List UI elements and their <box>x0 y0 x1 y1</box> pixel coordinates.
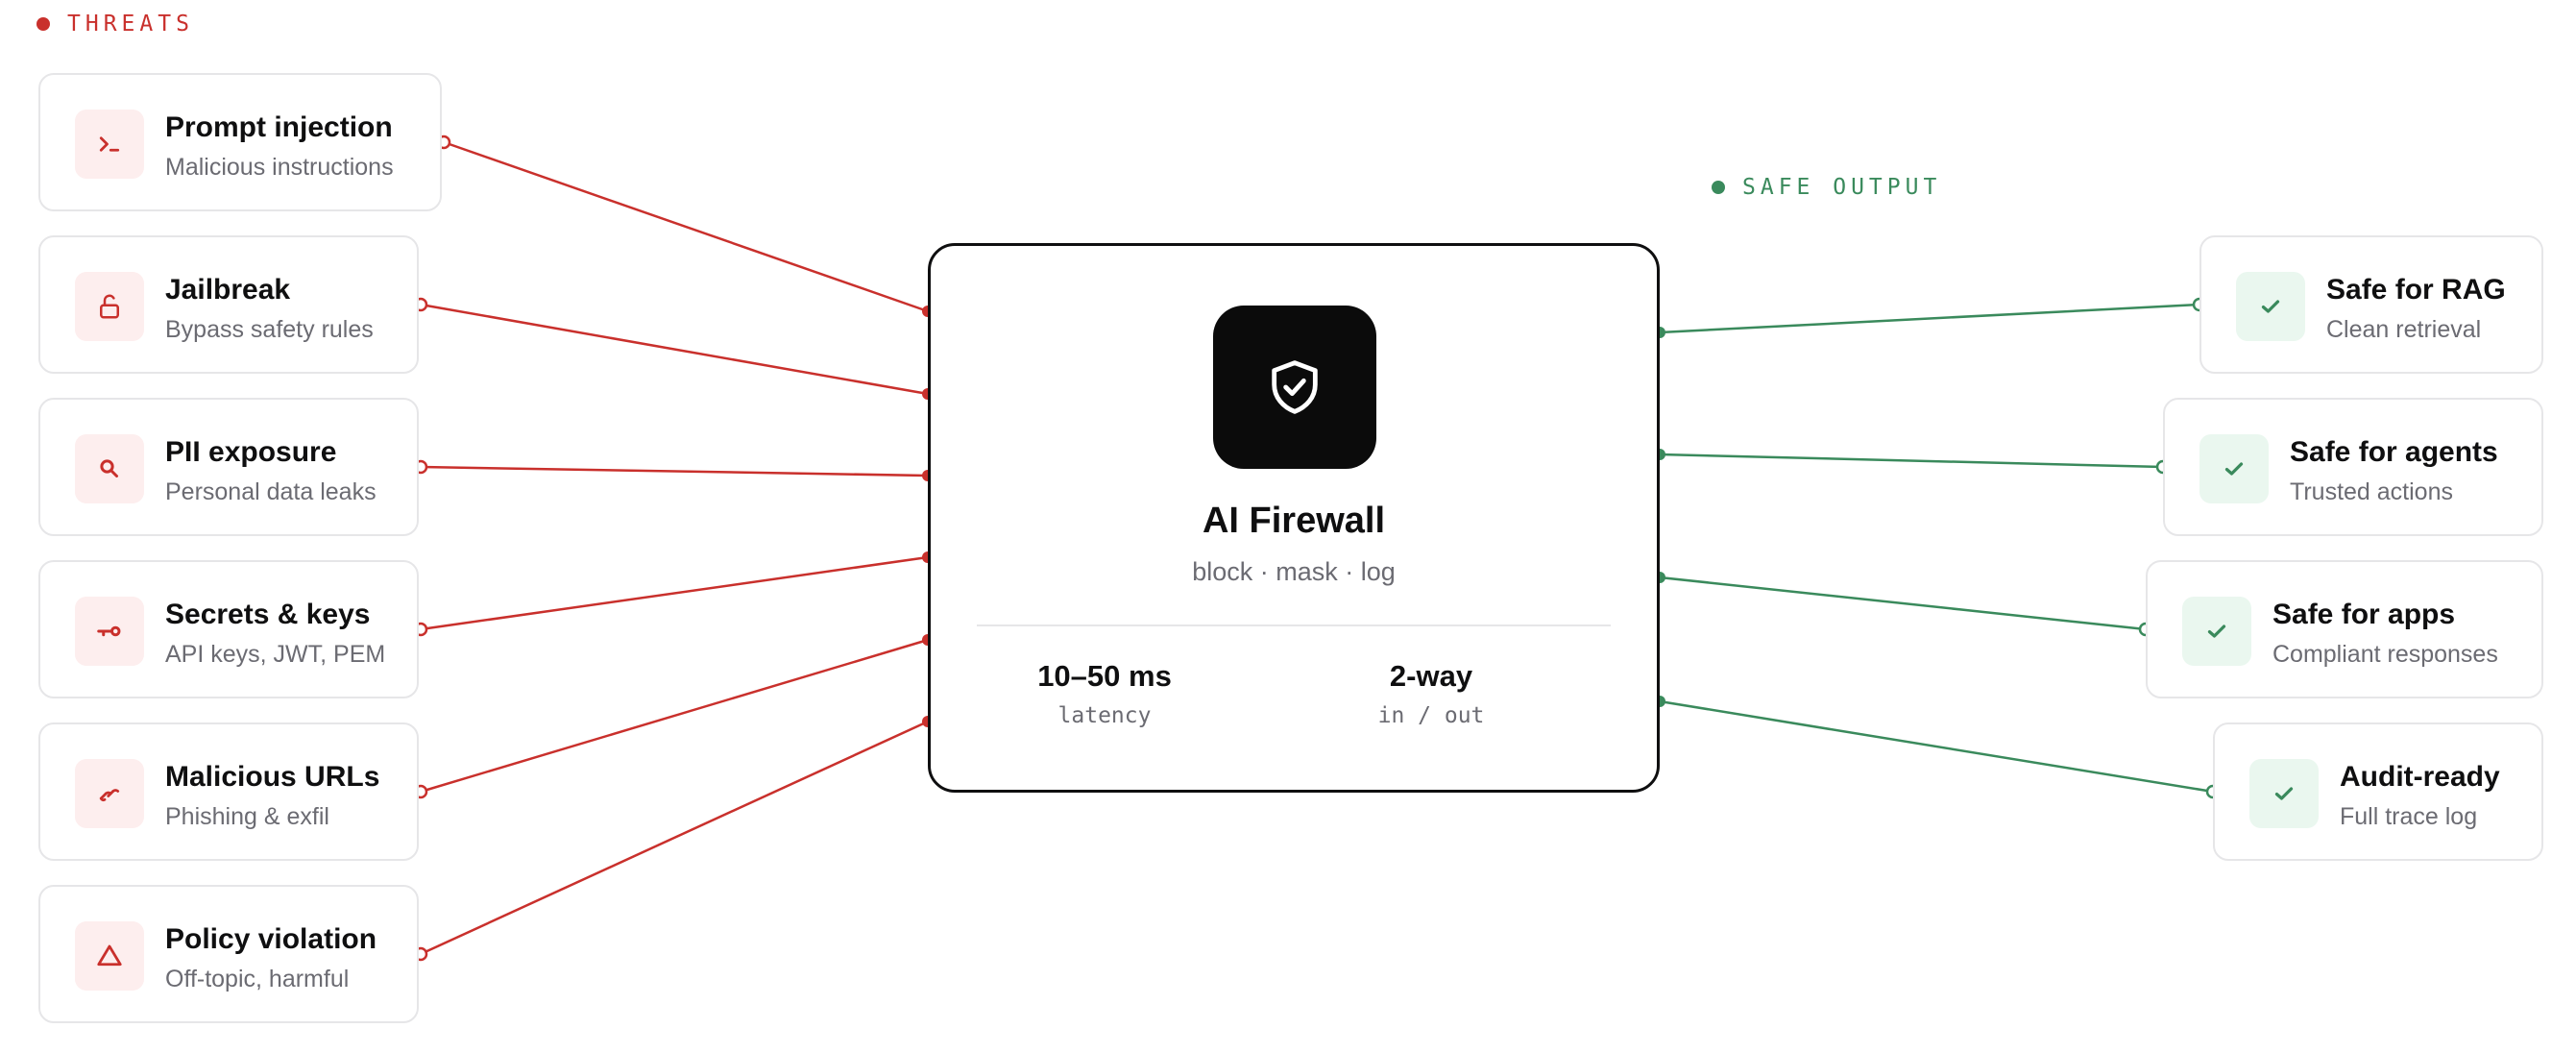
threats-section-label: THREATS <box>36 12 194 37</box>
firewall-title: AI Firewall <box>1202 501 1386 541</box>
output-card-safe-for-agents[interactable]: Safe for agents Trusted actions <box>2163 398 2543 536</box>
link-icon <box>75 759 144 828</box>
threats-label-text: THREATS <box>67 12 194 37</box>
output-subtitle: Compliant responses <box>2272 641 2498 668</box>
threat-title: Policy violation <box>165 923 377 955</box>
firewall-divider <box>977 624 1611 626</box>
output-connector-line <box>1659 453 2164 469</box>
threat-title: Jailbreak <box>165 274 291 306</box>
threat-subtitle: API keys, JWT, PEM <box>165 641 386 668</box>
threat-subtitle: Bypass safety rules <box>165 316 374 343</box>
threat-card-policy-violation[interactable]: Policy violation Off-topic, harmful <box>38 885 419 1023</box>
unlock-icon <box>75 272 144 341</box>
check-icon <box>2249 759 2319 828</box>
output-card-safe-for-rag[interactable]: Safe for RAG Clean retrieval <box>2199 235 2543 374</box>
threat-card-pii-exposure[interactable]: PII exposure Personal data leaks <box>38 398 419 536</box>
safe-output-section-label: SAFE OUTPUT <box>1712 175 1941 200</box>
ai-firewall-box[interactable]: AI Firewall block · mask · log 10–50 ms … <box>928 243 1660 793</box>
threat-title: Prompt injection <box>165 111 393 143</box>
stat-value: 2-way <box>1389 659 1473 693</box>
threat-title: PII exposure <box>165 436 337 468</box>
safe-output-label-text: SAFE OUTPUT <box>1742 175 1942 200</box>
check-icon <box>2236 272 2305 341</box>
output-title: Safe for apps <box>2272 599 2456 630</box>
threat-connector-line <box>420 638 929 794</box>
output-card-audit-ready[interactable]: Audit-ready Full trace log <box>2213 722 2543 861</box>
output-subtitle: Clean retrieval <box>2326 316 2482 343</box>
output-subtitle: Full trace log <box>2340 803 2478 830</box>
terminal-icon <box>75 110 144 179</box>
warning-triangle-icon <box>75 921 144 991</box>
threat-connector-line <box>420 465 929 478</box>
output-title: Audit-ready <box>2340 761 2500 793</box>
output-title: Safe for agents <box>2290 436 2498 468</box>
threat-connector-line <box>420 303 929 396</box>
shield-check-icon <box>1213 306 1376 469</box>
output-connector-line <box>1659 303 2200 334</box>
stat-label: latency <box>1057 703 1152 728</box>
threat-connector-line <box>420 720 929 956</box>
output-card-safe-for-apps[interactable]: Safe for apps Compliant responses <box>2146 560 2543 698</box>
threat-card-jailbreak[interactable]: Jailbreak Bypass safety rules <box>38 235 419 374</box>
output-title: Safe for RAG <box>2326 274 2506 306</box>
threat-subtitle: Malicious instructions <box>165 154 394 181</box>
check-icon <box>2199 434 2269 503</box>
threat-card-malicious-urls[interactable]: Malicious URLs Phishing & exfil <box>38 722 419 861</box>
key-icon <box>75 597 144 666</box>
threat-card-prompt-injection[interactable]: Prompt injection Malicious instructions <box>38 73 442 211</box>
safe-output-dot <box>1712 181 1725 194</box>
threat-subtitle: Personal data leaks <box>165 478 377 505</box>
threat-title: Malicious URLs <box>165 761 380 793</box>
threat-subtitle: Off-topic, harmful <box>165 966 350 992</box>
output-subtitle: Trusted actions <box>2290 478 2453 505</box>
stat-value: 10–50 ms <box>1037 659 1172 693</box>
check-icon <box>2182 597 2251 666</box>
output-connector-line <box>1659 575 2147 631</box>
threat-card-secrets-keys[interactable]: Secrets & keys API keys, JWT, PEM <box>38 560 419 698</box>
output-connector-line <box>1659 699 2214 794</box>
stat-label: in / out <box>1377 703 1485 728</box>
stat-latency: 10–50 ms latency <box>960 659 1249 728</box>
threat-subtitle: Phishing & exfil <box>165 803 329 830</box>
threat-connector-line <box>420 555 929 631</box>
threat-title: Secrets & keys <box>165 599 371 630</box>
search-icon <box>75 434 144 503</box>
threat-connector-line <box>443 140 929 313</box>
stat-direction: 2-way in / out <box>1287 659 1575 728</box>
firewall-subtitle: block · mask · log <box>1192 557 1396 586</box>
threats-dot <box>36 17 50 31</box>
